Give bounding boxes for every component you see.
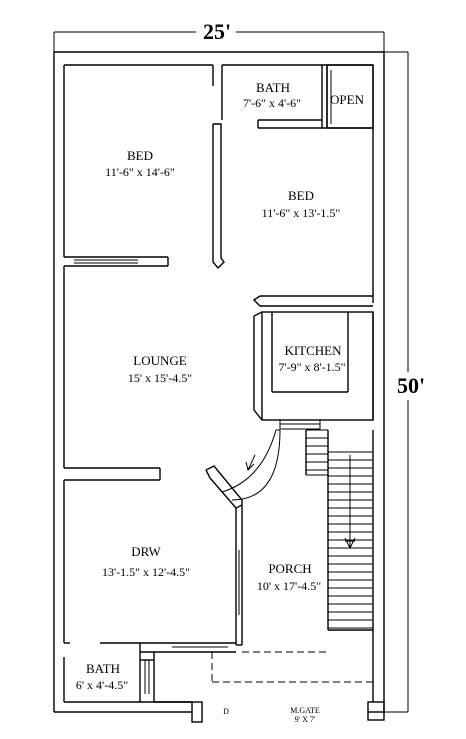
staircase xyxy=(305,429,373,631)
room-size: 11'-6" x 13'-1.5" xyxy=(262,206,341,220)
drw-walls xyxy=(64,505,243,653)
depth-dimension: 50' xyxy=(384,51,430,713)
kitchen-walls xyxy=(253,311,374,430)
room-label: BATH xyxy=(86,661,120,676)
room-size: 6' x 4'-4.5" xyxy=(76,678,128,692)
room-label: BATH xyxy=(256,80,290,95)
width-label: 25' xyxy=(203,19,231,44)
room-bed-left: BED 11'-6" x 14'-6" xyxy=(105,148,175,179)
depth-label: 50' xyxy=(397,373,425,398)
width-dimension: 25' xyxy=(53,19,385,52)
room-label: DRW xyxy=(131,544,161,559)
room-lounge: LOUNGE 15' x 15'-4.5" xyxy=(128,353,192,385)
outer-walls xyxy=(53,51,385,713)
bath-bottom-walls xyxy=(139,643,385,723)
room-label: BED xyxy=(127,148,153,163)
room-size: 7'-9" x 8'-1.5" xyxy=(278,360,345,374)
room-bed-right: BED 11'-6" x 13'-1.5" xyxy=(262,188,341,220)
room-size: 7'-6" x 4'-6" xyxy=(243,96,301,110)
room-porch: PORCH 10' x 17'-4.5" xyxy=(257,561,321,593)
gate-size-label: 9' X 7' xyxy=(295,715,316,724)
room-drw: DRW 13'-1.5" x 12'-4.5" xyxy=(102,544,190,579)
room-label: KITCHEN xyxy=(284,343,342,358)
porch-boundary xyxy=(211,651,373,683)
room-size: 10' x 17'-4.5" xyxy=(257,579,321,593)
room-label: PORCH xyxy=(268,561,311,576)
room-bath-top: BATH 7'-6" x 4'-6" xyxy=(243,80,301,110)
room-label: OPEN xyxy=(330,92,365,107)
room-kitchen: KITCHEN 7'-9" x 8'-1.5" xyxy=(278,343,345,374)
gate-name-label: M.GATE xyxy=(290,706,320,715)
room-open: OPEN xyxy=(330,92,365,107)
open-shaft xyxy=(326,64,374,129)
stair-arrow xyxy=(344,455,356,550)
bed-walls xyxy=(64,123,373,307)
room-size: 11'-6" x 14'-6" xyxy=(105,165,175,179)
room-label: LOUNGE xyxy=(133,353,186,368)
lounge-walls xyxy=(64,429,281,509)
room-bath-bottom: BATH 6' x 4'-4.5" xyxy=(76,661,128,692)
door-mark-label: D xyxy=(223,707,229,716)
room-label: BED xyxy=(288,188,314,203)
room-size: 13'-1.5" x 12'-4.5" xyxy=(102,565,190,579)
room-size: 15' x 15'-4.5" xyxy=(128,371,192,385)
